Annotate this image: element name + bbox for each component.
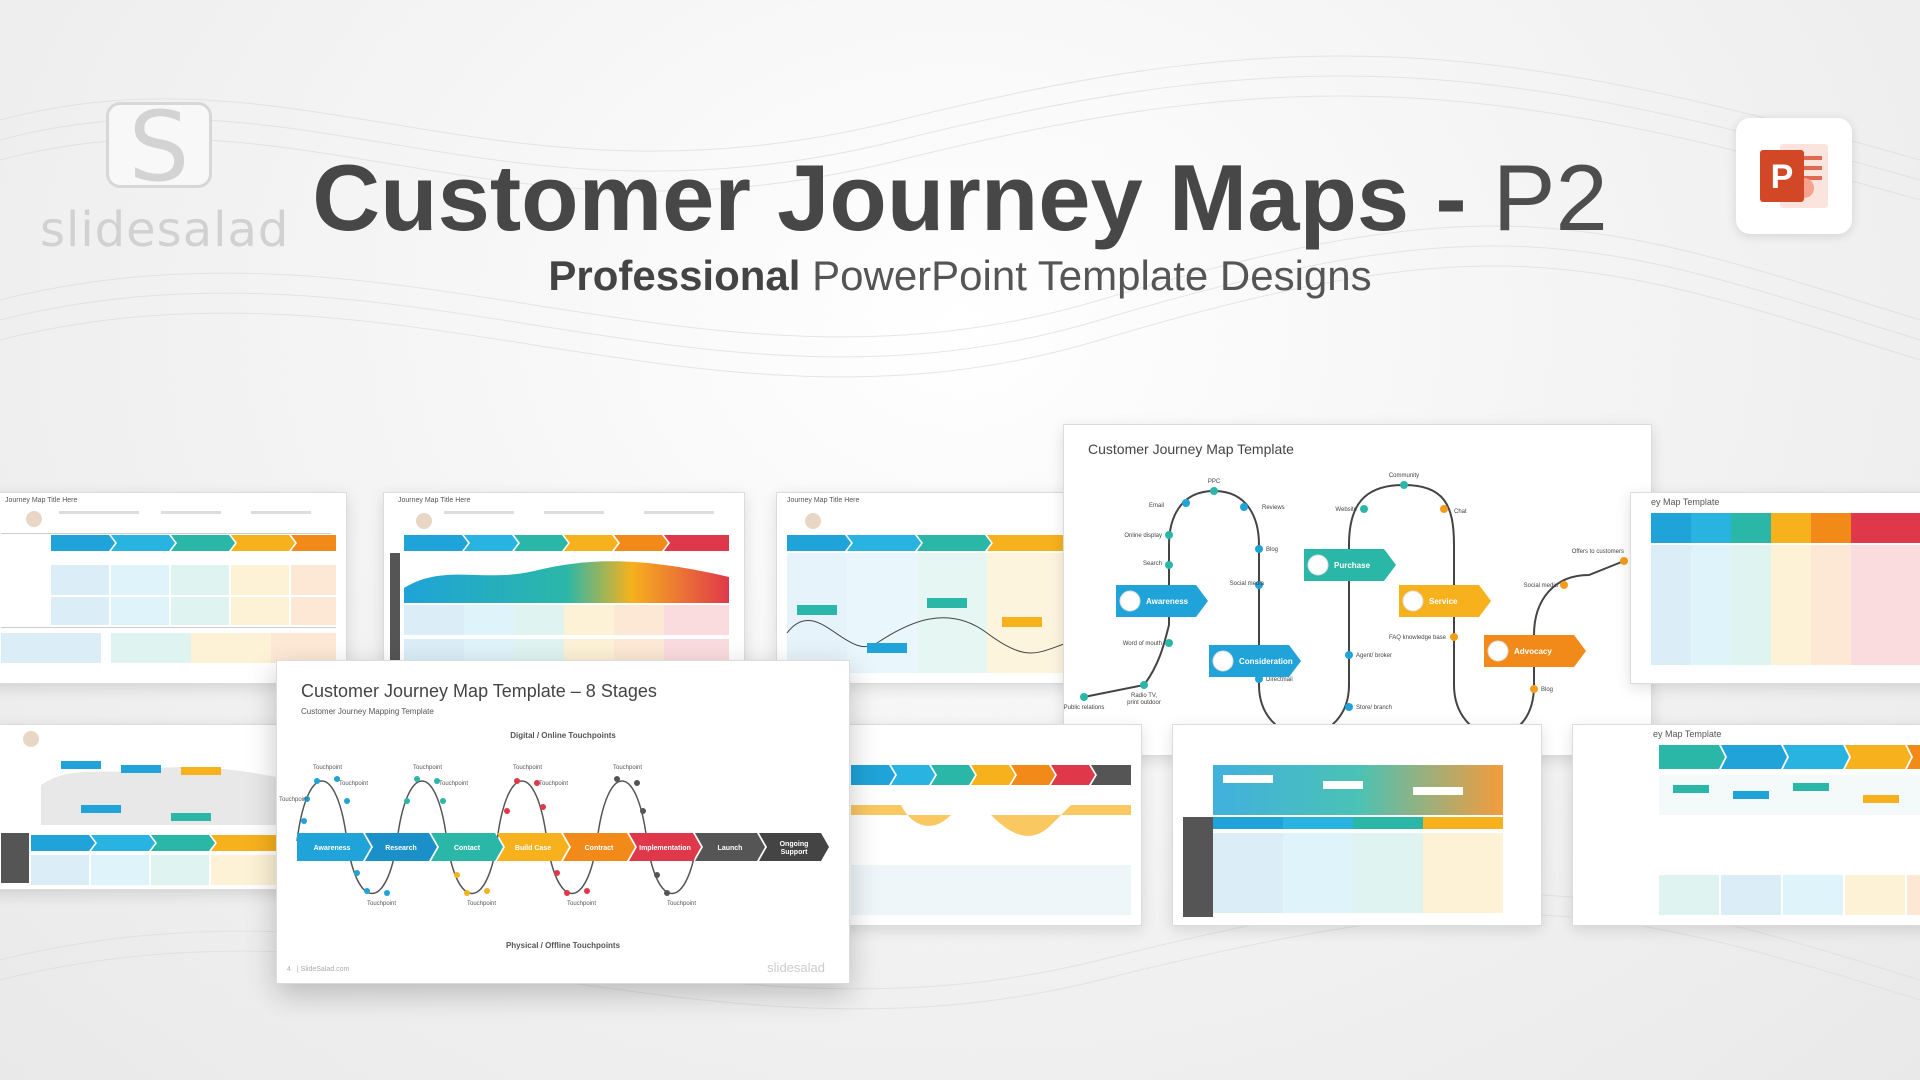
touchpoint-label: Touchpoint (513, 765, 542, 771)
slide-body (1651, 513, 1920, 665)
stage-wave: Awareness Research Contact Build Case Co… (279, 765, 829, 973)
node-label: Public relations (1064, 705, 1104, 711)
svg-text:4| SlideSalad.com: 4 | SlideSalad.com (287, 966, 349, 973)
stage-awareness: Awareness (1146, 597, 1189, 606)
slide-thumb-1[interactable]: Journey Map Title Here (0, 492, 347, 684)
node-label: Radio TV, (1131, 693, 1157, 699)
slide-subtitle: Customer Journey Mapping Template (301, 707, 434, 716)
bottom-label: Physical / Offline Touchpoints (505, 941, 621, 950)
slide-title: Journey Map Title Here (398, 497, 471, 504)
touchpoint-label: Touchpoint (539, 781, 568, 787)
logo-letter: S (128, 91, 190, 203)
stage-label: Build Case (515, 845, 551, 852)
slide-journey-map-big[interactable]: Customer Journey Map Template PPC Email … (1063, 424, 1652, 756)
slide-body (851, 765, 1131, 915)
slide-thumb-8[interactable]: ey Map Template (1572, 724, 1920, 926)
node-label: Social media (1524, 583, 1559, 589)
touchpoint-label: Touchpoint (613, 765, 642, 771)
stage-consideration: Consideration (1239, 657, 1293, 666)
page-number: 4 (287, 966, 291, 973)
touchpoint-label: Touchpoint (567, 901, 596, 907)
touchpoint-label: Touchpoint (667, 901, 696, 907)
logo-box: S (106, 91, 212, 203)
node-label: Social media (1230, 581, 1265, 587)
slide-body (1183, 765, 1503, 917)
touchpoint-label: Touchpoint (467, 901, 496, 907)
node-label: Blog (1266, 547, 1278, 553)
slide-thumb-7[interactable] (1172, 724, 1542, 926)
slide-title: Customer Journey Map Template (1088, 441, 1294, 457)
slide-title: Journey Map Title Here (5, 497, 78, 504)
node-label: Search (1143, 561, 1162, 567)
touchpoint-label: Touchpoint (367, 901, 396, 907)
logo-text: slidesalad (40, 202, 290, 258)
slide-thumb-3[interactable]: Journey Map Title Here (776, 492, 1078, 684)
slide-body (1659, 745, 1920, 915)
slide-thumb-4[interactable]: ey Map Template (1630, 492, 1920, 684)
page-subtitle: Professional PowerPoint Template Designs (0, 252, 1920, 300)
node-label: Store/ branch (1356, 705, 1392, 711)
stage-advocacy: Advocacy (1514, 647, 1552, 656)
slide-title: Journey Map Title Here (787, 497, 860, 504)
slide-thumb-6[interactable] (840, 724, 1142, 926)
slide-body (390, 511, 729, 673)
node-label: Email (1149, 503, 1164, 509)
subtitle-light: PowerPoint Template Designs (800, 252, 1372, 299)
node-label: Chat (1454, 509, 1467, 515)
node-label: Blog (1541, 687, 1553, 693)
touchpoint-label: Touchpoint (413, 765, 442, 771)
node-label: Agent/ broker (1356, 653, 1392, 659)
slide-body (1, 731, 291, 885)
journey-path: PPC Email Reviews Online display Blog Se… (1064, 473, 1628, 749)
slide-body (1, 511, 336, 663)
node-label: print outdoor (1127, 700, 1161, 706)
touchpoint-label: Touchpoint (279, 797, 308, 803)
node-label: PPC (1208, 479, 1221, 485)
title-sep: - (1409, 145, 1493, 250)
top-label: Digital / Online Touchpoints (510, 731, 616, 740)
touchpoint-label: Touchpoint (339, 781, 368, 787)
node-label: Website (1335, 507, 1357, 513)
stage-label: Launch (718, 845, 743, 852)
node-label: Offers to customers (1572, 549, 1624, 555)
slide-body (786, 513, 1068, 673)
powerpoint-icon: P (1736, 118, 1852, 234)
subtitle-bold: Professional (548, 252, 801, 299)
slide-foot: slidesalad (767, 960, 825, 975)
stage-label: Support (781, 849, 808, 856)
slide-thumb-5[interactable] (0, 724, 312, 890)
slide-8-stages[interactable]: Customer Journey Map Template – 8 Stages… (276, 660, 850, 984)
node-label: Reviews (1262, 505, 1285, 511)
page-title: Customer Journey Maps - P2 (0, 148, 1920, 248)
node-label: Online display (1124, 533, 1162, 539)
slidesalad-logo: S slidesalad (40, 91, 290, 260)
stage-purchase: Purchase (1334, 561, 1371, 570)
slide-title: ey Map Template (1651, 497, 1720, 507)
stage-service: Service (1429, 597, 1458, 606)
node-label: Community (1389, 473, 1419, 479)
node-label: Word of mouth (1123, 641, 1162, 647)
stage-label: Contract (585, 845, 614, 852)
title-bold: Customer Journey Maps (312, 145, 1410, 250)
slide-title: Customer Journey Map Template – 8 Stages (301, 681, 657, 701)
touchpoint-label: Touchpoint (439, 781, 468, 787)
touchpoint-label: Touchpoint (313, 765, 342, 771)
slide-thumb-2[interactable]: Journey Map Title Here (383, 492, 745, 684)
slide-title: ey Map Template (1653, 729, 1722, 739)
title-light: P2 (1492, 145, 1608, 250)
stage-label: Awareness (314, 845, 351, 852)
stage-label: Research (385, 845, 417, 852)
stage-label: Implementation (639, 845, 691, 852)
stage-label: Contact (454, 845, 481, 852)
svg-text:P: P (1771, 158, 1794, 196)
stage-label: Ongoing (780, 841, 809, 848)
page-site: | SlideSalad.com (297, 966, 350, 973)
node-label: Directmail (1266, 677, 1293, 683)
node-label: FAQ knowledge base (1389, 635, 1447, 641)
